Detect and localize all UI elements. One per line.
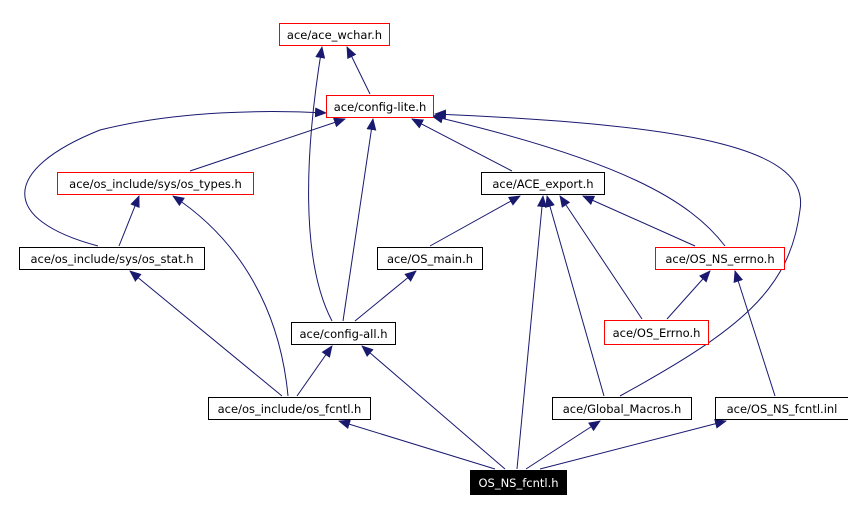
- node-label: ace/os_include/sys/os_types.h: [69, 177, 242, 191]
- edge-os-types-to-config-lite: [189, 117, 346, 172]
- node-label: ace/OS_main.h: [387, 252, 473, 266]
- edge-config-all-to-os-main: [354, 270, 417, 322]
- node-box[interactable]: [326, 95, 434, 118]
- node-global-macros[interactable]: ace/Global_Macros.h: [552, 397, 692, 420]
- node-box[interactable]: [377, 247, 483, 270]
- node-config-all[interactable]: ace/config-all.h: [291, 322, 396, 345]
- edge-config-all-to-ace-wchar: [308, 46, 333, 322]
- node-box[interactable]: [715, 397, 848, 420]
- node-label: OS_NS_fcntl.h: [478, 476, 558, 490]
- node-box[interactable]: [19, 247, 205, 270]
- node-box[interactable]: [470, 470, 567, 495]
- node-os-main[interactable]: ace/OS_main.h: [377, 247, 483, 270]
- edge-os-ns-fcntl-to-config-all: [361, 345, 506, 470]
- node-box[interactable]: [552, 397, 692, 420]
- node-box[interactable]: [57, 172, 254, 195]
- edge-ace-export-to-config-lite: [411, 118, 513, 172]
- edge-os-stat-to-os-types: [118, 195, 140, 247]
- node-box[interactable]: [604, 320, 709, 345]
- node-label: ace/ace_wchar.h: [287, 28, 382, 42]
- node-label: ace/OS_NS_fcntl.inl: [727, 402, 838, 416]
- edge-os-stat-to-config-lite: [24, 107, 327, 247]
- node-os-ns-fcntl-inl[interactable]: ace/OS_NS_fcntl.inl: [715, 397, 848, 420]
- node-label: ace/config-all.h: [299, 327, 387, 341]
- node-label: ace/os_include/sys/os_stat.h: [30, 252, 193, 266]
- node-box[interactable]: [279, 23, 390, 46]
- node-os-fcntl[interactable]: ace/os_include/os_fcntl.h: [208, 397, 371, 420]
- edge-os-errno-to-ace-export: [559, 195, 643, 320]
- node-label: ace/OS_NS_errno.h: [665, 252, 774, 266]
- node-os-ns-fcntl[interactable]: OS_NS_fcntl.h: [470, 470, 567, 495]
- edge-global-macros-to-config-lite: [434, 109, 802, 397]
- node-config-lite[interactable]: ace/config-lite.h: [326, 95, 434, 118]
- node-label: ace/ACE_export.h: [492, 177, 593, 191]
- edge-os-ns-fcntl-to-global-macros: [525, 420, 601, 470]
- node-label: ace/Global_Macros.h: [563, 402, 682, 416]
- node-ace-wchar[interactable]: ace/ace_wchar.h: [279, 23, 390, 46]
- edge-os-ns-errno-to-ace-export: [582, 195, 696, 247]
- edge-os-ns-fcntl-to-os-fcntl: [338, 419, 496, 470]
- edge-config-all-to-config-lite: [342, 118, 377, 322]
- edge-os-fcntl-to-config-all: [296, 345, 333, 397]
- edge-os-errno-to-os-ns-errno: [666, 270, 711, 320]
- edge-os-fcntl-to-os-types: [172, 195, 289, 397]
- node-box[interactable]: [655, 247, 785, 270]
- node-os-types[interactable]: ace/os_include/sys/os_types.h: [57, 172, 254, 195]
- node-os-errno[interactable]: ace/OS_Errno.h: [604, 320, 709, 345]
- nodes-layer: ace/ace_wchar.h ace/config-lite.h ace/os_i…: [19, 23, 848, 495]
- node-box[interactable]: [291, 322, 396, 345]
- node-label: ace/OS_Errno.h: [613, 326, 701, 340]
- edge-config-lite-to-ace-wchar: [346, 46, 371, 95]
- node-os-ns-errno[interactable]: ace/OS_NS_errno.h: [655, 247, 785, 270]
- node-box[interactable]: [481, 172, 605, 195]
- edge-os-fcntl-to-os-stat: [129, 270, 283, 397]
- edge-os-ns-errno-to-config-lite: [431, 113, 726, 247]
- edge-global-macros-to-ace-export: [545, 195, 605, 397]
- node-label: ace/config-lite.h: [334, 100, 427, 114]
- edge-os-ns-fcntl-to-os-ns-fcntl-inl: [539, 418, 727, 470]
- node-label: ace/os_include/os_fcntl.h: [218, 402, 362, 416]
- edges-layer: [24, 46, 802, 470]
- node-ace-export[interactable]: ace/ACE_export.h: [481, 172, 605, 195]
- edge-os-ns-fcntl-to-ace-export: [516, 195, 547, 470]
- edge-os-ns-fcntl-inl-to-os-ns-errno: [733, 270, 776, 397]
- edge-os-main-to-ace-export: [429, 195, 521, 247]
- node-box[interactable]: [208, 397, 371, 420]
- node-os-stat[interactable]: ace/os_include/sys/os_stat.h: [19, 247, 205, 270]
